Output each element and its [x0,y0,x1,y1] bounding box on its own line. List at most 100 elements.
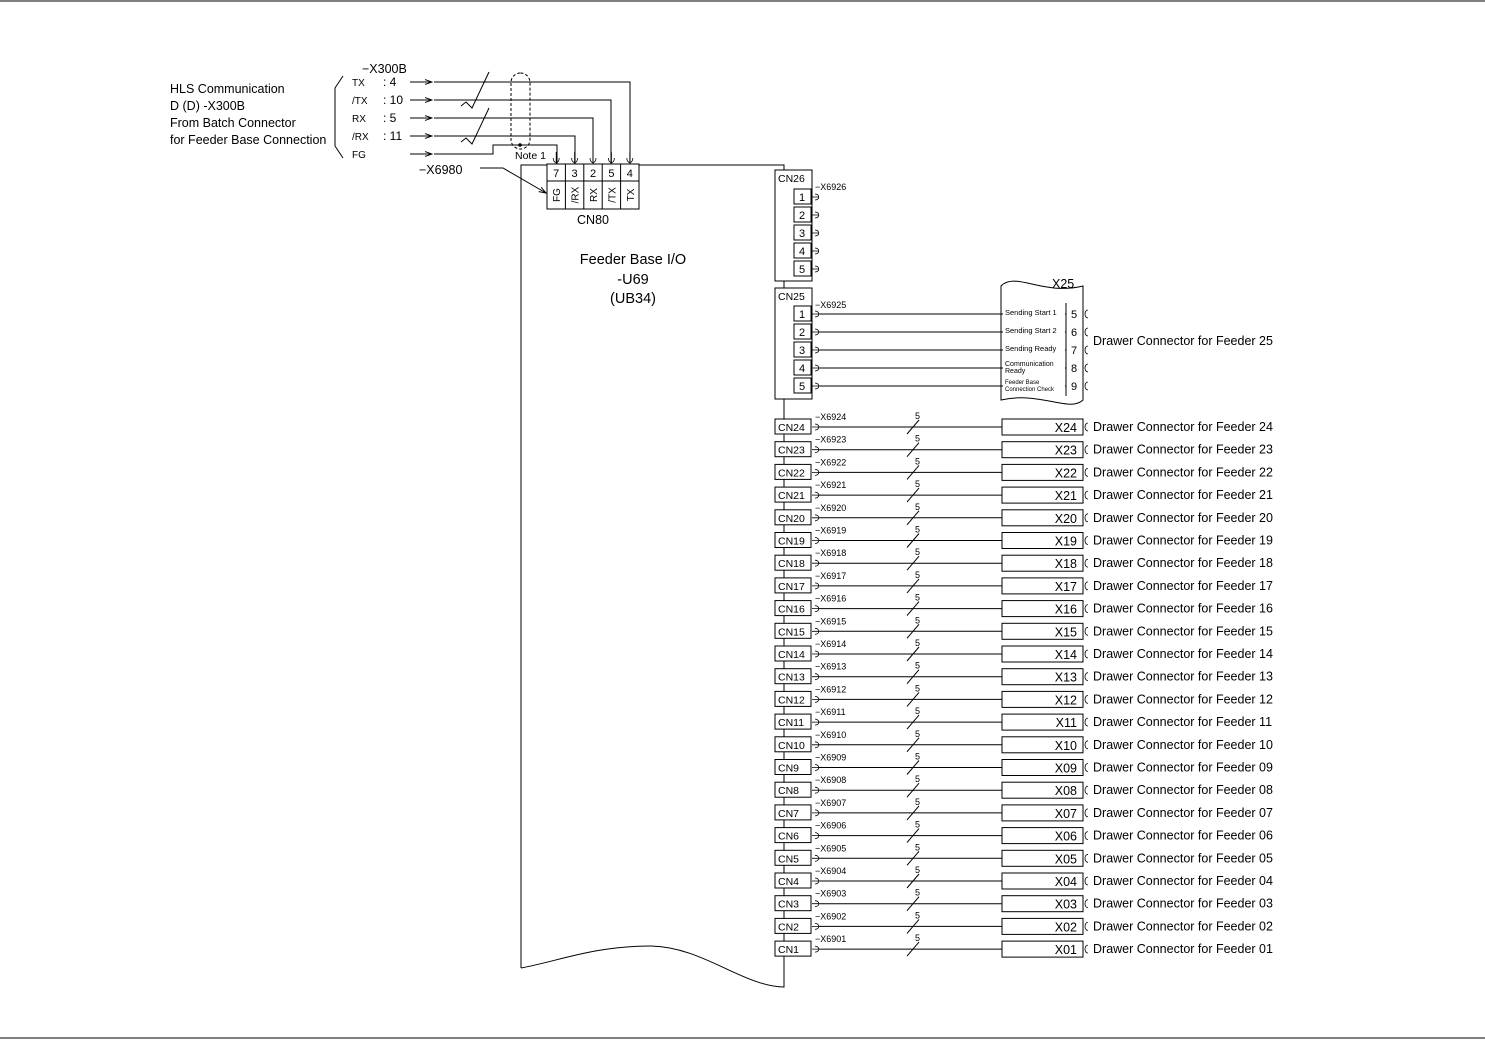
x25-pin-label: Ready [1005,368,1026,375]
shield-drain-dot [518,143,522,147]
feeder-x-box [1001,849,1084,867]
feeder-bus-slash [906,896,920,912]
feeder-cn-contact [812,491,820,499]
feeder-description: Drawer Connector for Feeder 08 [1093,783,1273,797]
cn80-pin-number: 3 [572,168,578,180]
x25-pin-number: 7 [1071,345,1077,357]
feeder-bus-count: 5 [915,593,920,603]
feeder-bus-count: 5 [915,615,920,625]
cn80-pin-number: 7 [553,168,559,180]
cn26-pin-box [793,260,812,277]
feeder-cn-box [774,804,812,821]
feeder-x-socket [1084,513,1089,523]
signal-name-nrx: /RX [352,132,369,143]
cn80-label: CN80 [577,213,609,227]
feeder-cn-label: CN5 [778,853,799,865]
feeder-x-box [1001,917,1084,935]
x25-pin-number: 8 [1071,363,1077,375]
feeder-cn-box [774,622,812,639]
feeder-x-box [1001,486,1084,504]
feeder-x-label: X10 [1055,739,1077,753]
feeder-x-box [1001,940,1084,958]
feeder-bus-slash [906,578,920,594]
x25-pin-socket [1084,327,1089,337]
cn26-pin-number: 2 [799,210,805,222]
cn26-pin-box [793,242,812,259]
feeder-description: Drawer Connector for Feeder 01 [1093,942,1273,956]
feeder-x-socket [1084,740,1089,750]
feeder-cn-contact [812,627,820,635]
board-id: -U69 [617,272,648,288]
feeder-cn-contact [812,469,820,476]
feeder-x-box [1001,645,1084,663]
feeder-bus-count: 5 [915,774,920,784]
feeder-cn-box [774,486,812,503]
feeder-x-socket [1084,672,1089,682]
feeder-bus-slash [906,487,920,503]
feeder-bus-count: 5 [915,570,920,580]
x25-label-bg [1003,342,1065,358]
feeder-description: Drawer Connector for Feeder 18 [1093,556,1273,570]
cn26-label: CN26 [778,173,805,185]
feeder-bus-slash [906,692,920,707]
x25-label-bg [1003,306,1065,322]
feeder-harness-label: −X6918 [815,548,846,558]
feeder-cn-contact [812,582,820,590]
feeder-description: Drawer Connector for Feeder 15 [1093,624,1273,638]
feeder-bus-count: 5 [915,434,920,444]
feeder-bus-count: 5 [915,411,920,421]
feeder-cn-contact [812,696,820,703]
signal-pin-nrx: : 11 [383,129,402,143]
source-line-3: From Batch Connector [170,116,296,130]
feeder-cn-label: CN15 [778,626,805,638]
x25-label: X25 [1052,277,1074,291]
feeder-harness-label: −X6914 [815,639,846,649]
feeder-cn-box [774,940,812,957]
feeder-description: Drawer Connector for Feeder 09 [1093,761,1273,775]
feeder-harness-label: −X6915 [815,616,846,626]
feeder-x-box [1001,804,1084,822]
feeder-x-label: X07 [1055,807,1077,821]
feeder-harness-label: −X6908 [815,775,846,785]
cn25-pin-box [793,341,812,358]
feeder-bus-slash [906,419,920,435]
feeder-cn-label: CN10 [778,740,805,752]
feeder-x-box [1001,668,1084,686]
feeder-description: Drawer Connector for Feeder 05 [1093,851,1273,865]
cn80-pin-signal: /TX [607,187,618,203]
feeder-description: Drawer Connector for Feeder 24 [1093,420,1273,434]
feeder-cn-label: CN8 [778,785,799,797]
feeder-x-socket [1084,490,1089,500]
feeder-cn-label: CN17 [778,581,805,593]
feeder-bus-slash [906,873,920,889]
cn80-contact-symbol [608,152,615,164]
feeder-harness-label: −X6902 [815,911,846,921]
feeder-bus-slash [906,646,920,662]
cn26-pin-contact [812,265,820,273]
cn26-pin-contact [812,229,820,237]
signal-name-fg: FG [352,150,366,161]
cn25-pin-number: 3 [799,345,805,357]
feeder-bus-slash [906,850,920,866]
feeder-harness-label: −X6907 [815,798,846,808]
feeder-harness-label: −X6904 [815,866,846,876]
feeder-x-label: X01 [1055,943,1077,957]
feeder-cn-contact [812,832,820,839]
feeder-bus-slash [906,919,920,934]
feeder-description: Drawer Connector for Feeder 10 [1093,738,1273,752]
signal-name-tx: TX [352,78,365,89]
feeder-cn-box [774,849,812,866]
x25-pin-number: 5 [1071,309,1077,321]
feeder-x-label: X16 [1055,603,1077,617]
feeder-x-socket [1084,626,1089,636]
feeder-cn-contact [812,877,820,885]
cn80-pin-signal: TX [626,188,637,201]
feeder-cn-contact [812,786,820,794]
feeder-bus-count: 5 [915,547,920,557]
